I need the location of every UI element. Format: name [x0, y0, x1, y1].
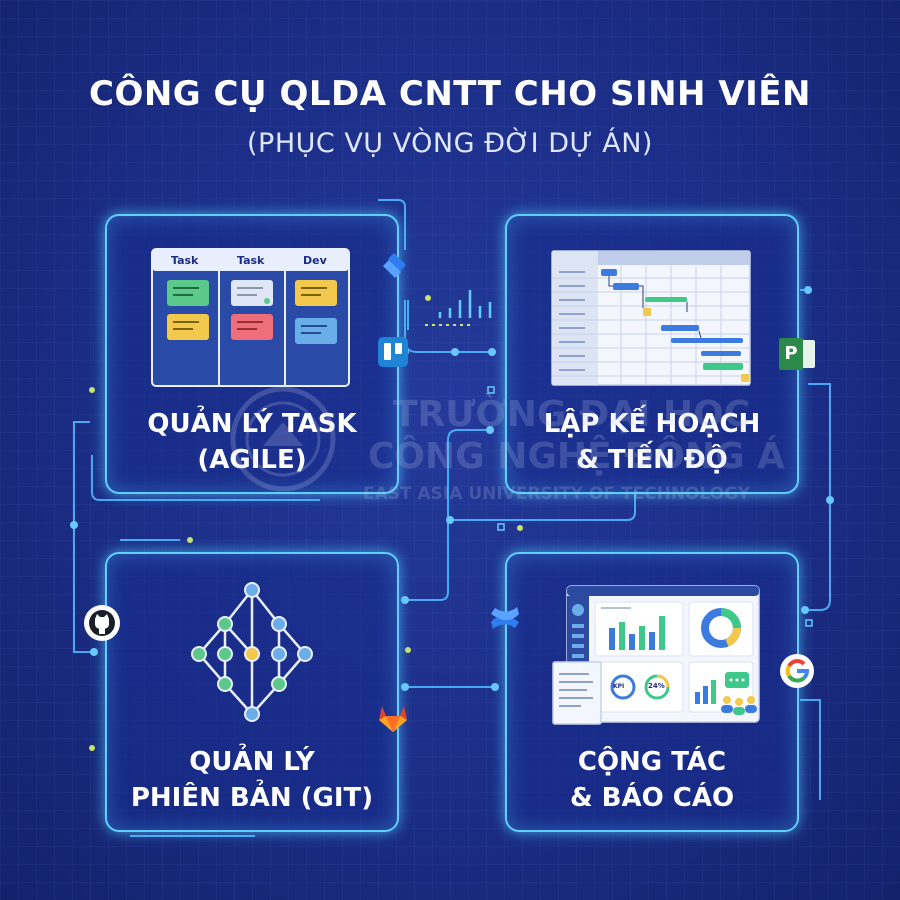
dashboard-illustration — [552, 585, 760, 725]
wire-dot — [804, 286, 812, 294]
wire-dot — [90, 648, 98, 656]
accent-dot — [89, 387, 95, 393]
wire-dot — [486, 426, 494, 434]
card-label-planning: LẬP KẾ HOẠCH & TIẾN ĐỘ — [507, 406, 797, 478]
label-line: CỘNG TÁC — [577, 747, 727, 777]
card-collaboration: KPI 24% CỘNG TÁC & BÁO CÁO — [505, 552, 799, 832]
card-task-management: Task Task Dev QUẢN LÝ TASK (AGILE) — [105, 214, 399, 494]
gitlab-icon — [379, 706, 407, 732]
google-icon — [780, 654, 814, 688]
kanban-board-illustration — [151, 248, 350, 387]
jira-icon — [383, 253, 406, 278]
card-label-task: QUẢN LÝ TASK (AGILE) — [107, 406, 397, 478]
label-line: & BÁO CÁO — [569, 783, 735, 813]
card-label-git: QUẢN LÝ PHIÊN BẢN (GIT) — [107, 744, 397, 816]
github-icon — [84, 605, 120, 641]
wire-dot — [446, 516, 454, 524]
card-planning: LẬP KẾ HOẠCH & TIẾN ĐỘ — [505, 214, 799, 494]
wire-dot — [70, 521, 78, 529]
confluence-icon — [491, 607, 519, 629]
wire-dot — [801, 606, 809, 614]
accent-dot — [405, 647, 411, 653]
label-line: QUẢN LÝ — [189, 747, 315, 777]
accent-dot — [187, 537, 193, 543]
wire-dot — [488, 348, 496, 356]
wire-dot — [451, 348, 459, 356]
kanban-header: Task Task Dev — [151, 250, 351, 270]
card-label-collaboration: CỘNG TÁC & BÁO CÁO — [507, 744, 797, 816]
percent-label: 24% — [648, 682, 665, 690]
label-line: PHIÊN BẢN (GIT) — [130, 783, 374, 813]
wire-dot — [826, 496, 834, 504]
kanban-column-header: Task — [171, 254, 199, 267]
kanban-column-header: Task — [237, 254, 265, 267]
accent-dot — [425, 295, 431, 301]
trello-icon — [378, 337, 408, 367]
label-line: (AGILE) — [197, 445, 307, 475]
kpi-label: KPI — [613, 683, 625, 690]
accent-dot — [89, 745, 95, 751]
gantt-chart-illustration — [551, 250, 751, 386]
page-title: CÔNG CỤ QLDA CNTT CHO SINH VIÊN — [89, 74, 811, 114]
wire-dot — [401, 596, 409, 604]
wire-dot — [401, 683, 409, 691]
wire-dot — [491, 683, 499, 691]
page-subtitle: (PHỤC VỤ VÒNG ĐỜI DỰ ÁN) — [247, 128, 653, 159]
signal-bars-motif — [438, 290, 492, 318]
label-line: LẬP KẾ HOẠCH — [543, 409, 761, 439]
kanban-column-header: Dev — [303, 254, 327, 267]
ms-project-icon: P — [777, 338, 817, 370]
people-icon — [721, 696, 757, 715]
label-line: & TIẾN ĐỘ — [576, 445, 728, 475]
accent-dot — [517, 525, 523, 531]
git-graph-illustration — [191, 582, 313, 722]
card-git: QUẢN LÝ PHIÊN BẢN (GIT) — [105, 552, 399, 832]
label-line: QUẢN LÝ TASK — [147, 409, 357, 439]
